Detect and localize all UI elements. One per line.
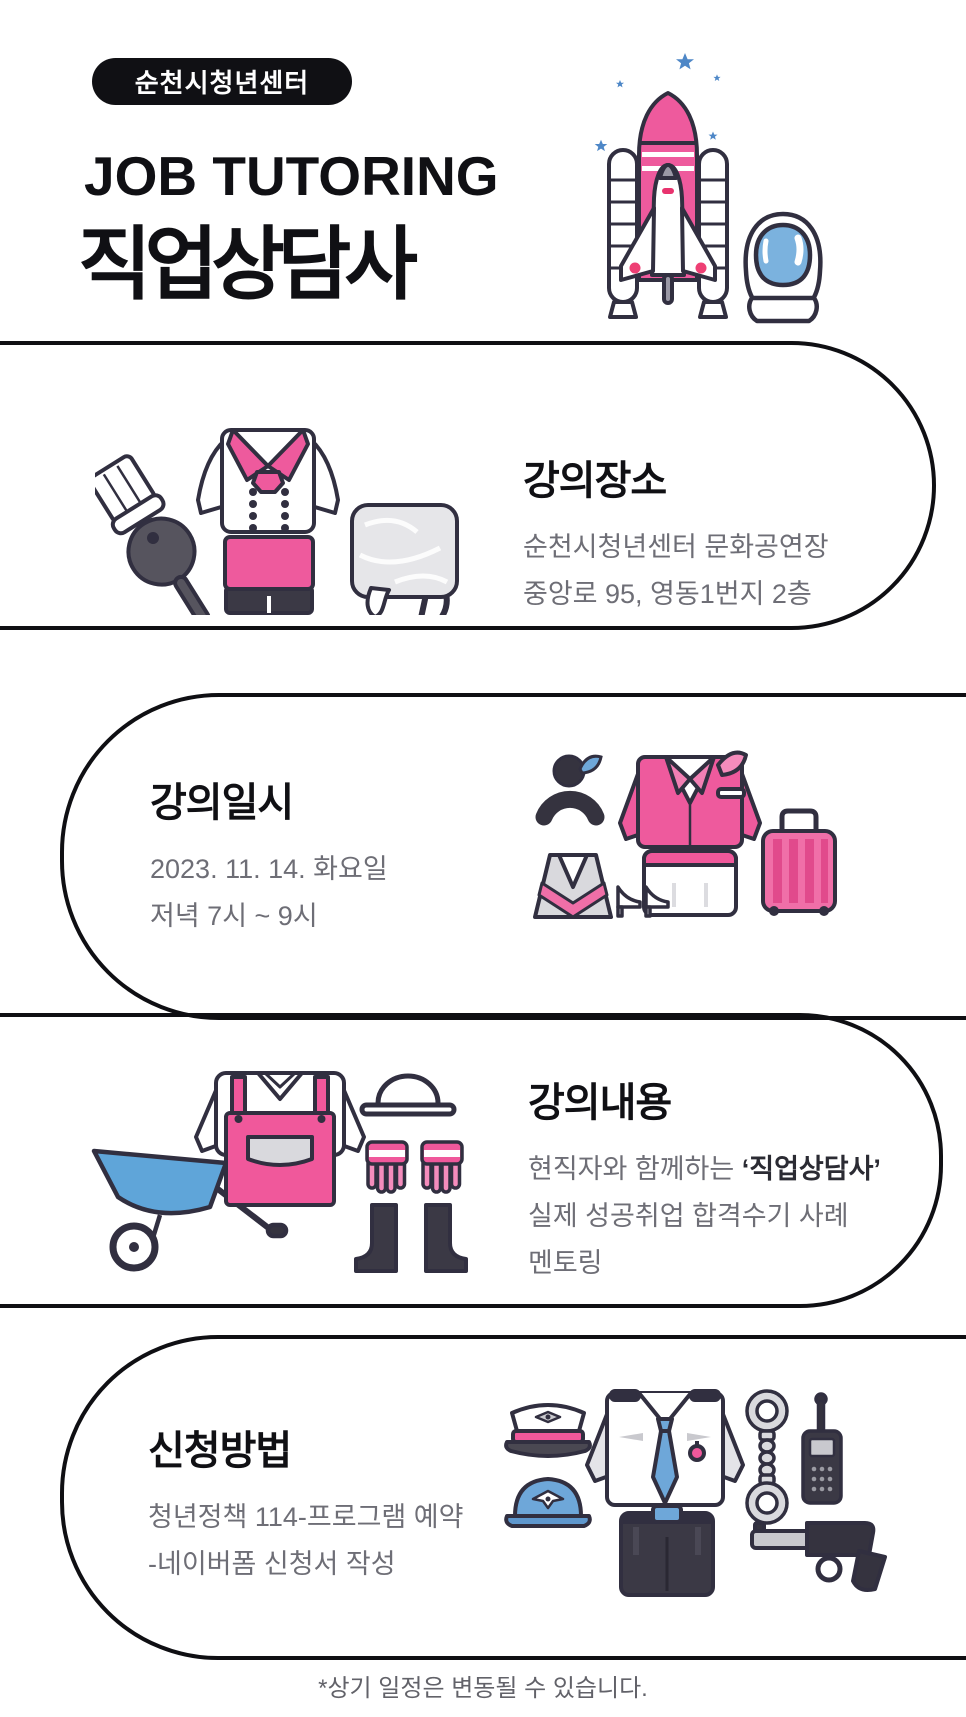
section-apply-title: 신청방법 — [148, 1429, 292, 1473]
space-shuttle-icon — [607, 91, 729, 319]
poster-subtitle: JOB TUTORING — [84, 145, 499, 207]
header-illustration — [594, 53, 823, 324]
section-pill-datetime — [60, 693, 966, 1020]
stewardess-jacket-icon — [618, 750, 762, 849]
walkie-talkie-icon — [801, 1392, 843, 1505]
content-line-2: 실제 성공취업 합격수기 사례 — [528, 1201, 849, 1231]
content-line-1: 현직자와 함께하는 ‘직업상담사’ — [528, 1146, 881, 1193]
astronaut-helmet-icon — [743, 211, 823, 324]
stewardess-vest-icon — [533, 853, 613, 919]
heels-icon — [616, 885, 670, 918]
police-shirt-icon — [585, 1389, 745, 1507]
handcuffs-icon — [745, 1389, 789, 1525]
apply-line-1: 청년정책 114-프로그램 예약 — [148, 1502, 464, 1532]
section-location-title: 강의장소 — [523, 459, 667, 503]
datetime-line-1: 2023. 11. 14. 화요일 — [150, 854, 388, 884]
farmer-illustration — [91, 1071, 468, 1273]
luggage-icon — [761, 808, 837, 916]
chef-hat-pan-icon — [95, 454, 211, 615]
center-badge: 순천시청년센터 — [92, 58, 352, 105]
police-helmet-icon — [504, 1477, 592, 1528]
wheelbarrow-icon — [91, 1148, 289, 1272]
stewardess-skirt-icon — [642, 849, 738, 917]
police-cap-icon — [504, 1403, 592, 1458]
section-datetime: 강의일시 2023. 11. 14. 화요일 저녁 7시 ~ 9시 — [150, 770, 388, 940]
cutting-board-towel-icon — [350, 503, 459, 615]
boots-icon — [354, 1203, 468, 1273]
straw-hat-icon — [359, 1073, 457, 1117]
content-line1-prefix: 현직자와 함께하는 — [528, 1154, 742, 1184]
section-apply: 신청방법 청년정책 114-프로그램 예약 -네이버폼 신청서 작성 — [148, 1418, 463, 1588]
content-line-3: 멘토링 — [528, 1248, 603, 1278]
section-location: 강의장소 순천시청년센터 문화공연장 중앙로 95, 영동1번지 2층 — [523, 448, 829, 618]
police-illustration — [504, 1389, 887, 1597]
farmer-overalls-icon — [194, 1071, 366, 1207]
page-title: 직업상담사 — [78, 220, 418, 309]
section-pill-location — [0, 341, 936, 630]
police-pants-icon — [619, 1504, 715, 1597]
location-line-1: 순천시청년센터 문화공연장 — [523, 532, 829, 562]
stewardess-hair-icon — [535, 754, 605, 826]
apply-line-2: -네이버폼 신청서 작성 — [148, 1549, 396, 1579]
section-datetime-title: 강의일시 — [150, 781, 294, 825]
content-line1-emphasis: ‘직업상담사’ — [741, 1154, 881, 1184]
section-content: 강의내용 현직자와 함께하는 ‘직업상담사’ 실제 성공취업 합격수기 사례 멘… — [528, 1070, 881, 1287]
section-pill-content — [0, 1013, 943, 1308]
gloves-icon — [365, 1140, 464, 1194]
section-content-title: 강의내용 — [528, 1081, 672, 1125]
chef-apron-icon — [223, 535, 315, 615]
datetime-line-2: 저녁 7시 ~ 9시 — [150, 901, 318, 931]
chef-illustration — [95, 428, 459, 615]
stewardess-illustration — [533, 750, 837, 919]
chef-jacket-icon — [196, 428, 340, 534]
section-pill-apply — [60, 1335, 966, 1660]
center-badge-label: 순천시청년센터 — [134, 68, 310, 98]
pistol-icon — [750, 1521, 887, 1592]
footer-note: *상기 일정은 변동될 수 있습니다. — [318, 1675, 648, 1702]
location-line-2: 중앙로 95, 영동1번지 2층 — [523, 579, 812, 609]
